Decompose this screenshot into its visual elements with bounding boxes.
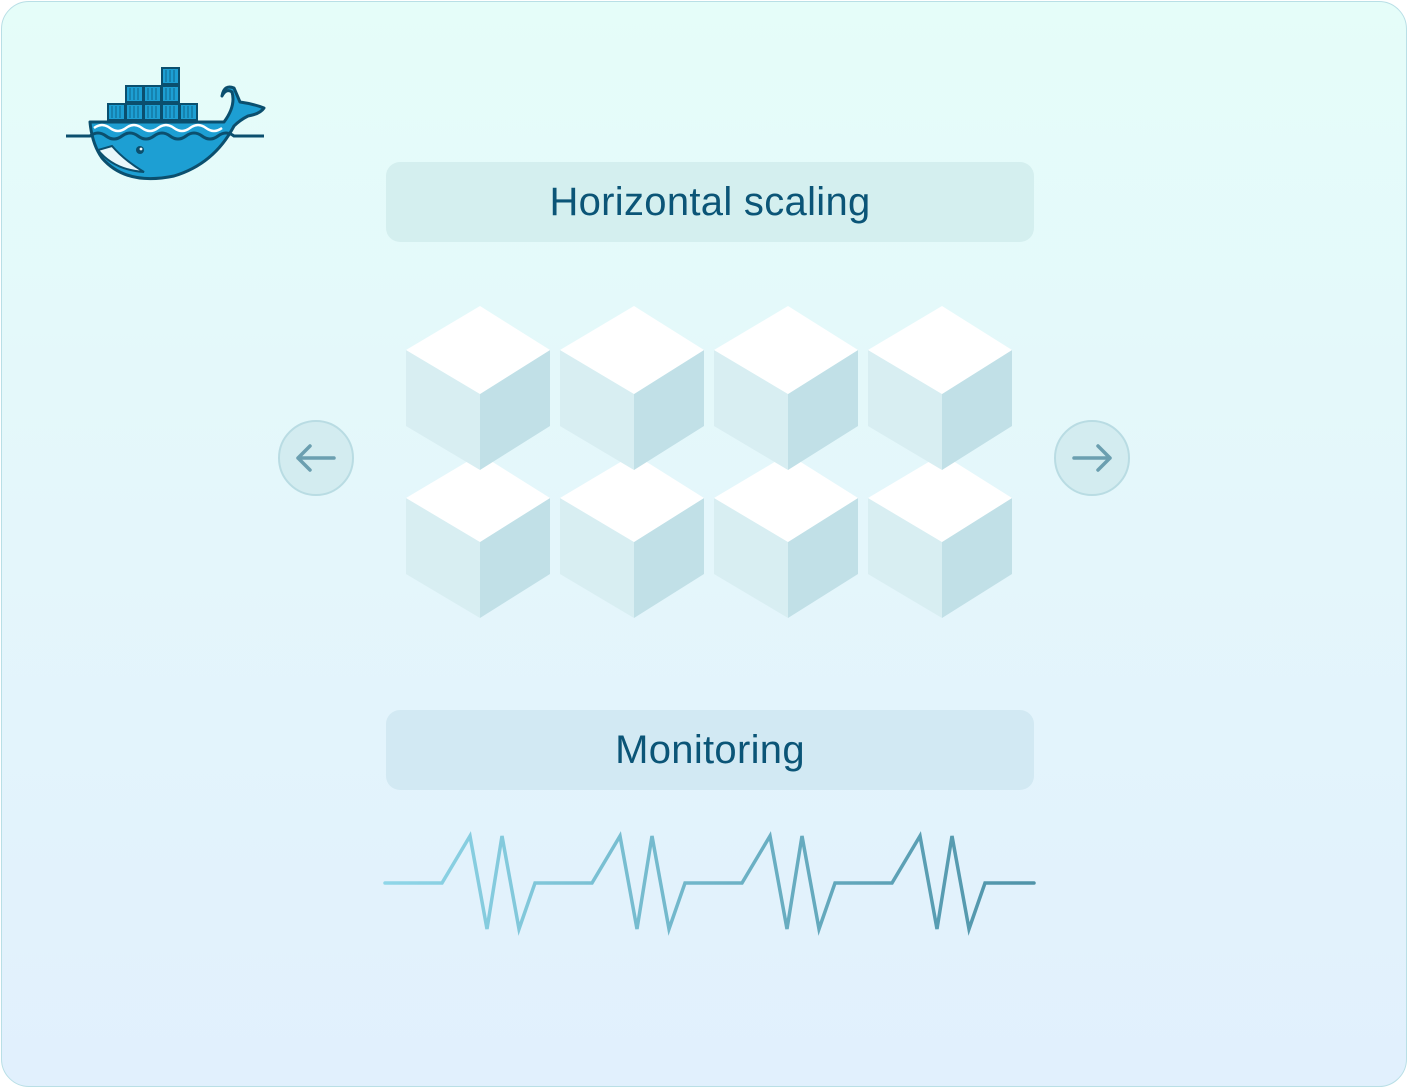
docker-whale-icon bbox=[66, 67, 266, 181]
arrow-right-icon bbox=[1072, 444, 1112, 472]
container-cube-grid bbox=[406, 306, 1012, 618]
container-cube-icon bbox=[560, 306, 704, 470]
heartbeat-line-icon bbox=[383, 831, 1036, 936]
horizontal-scaling-label: Horizontal scaling bbox=[386, 162, 1034, 242]
container-cube-icon bbox=[406, 306, 550, 470]
monitoring-label: Monitoring bbox=[386, 710, 1034, 790]
scroll-right-button[interactable] bbox=[1054, 420, 1130, 496]
scroll-left-button[interactable] bbox=[278, 420, 354, 496]
container-cube-icon bbox=[714, 454, 858, 618]
container-cube-icon bbox=[714, 306, 858, 470]
container-cube-icon bbox=[406, 454, 550, 618]
arrow-left-icon bbox=[296, 444, 336, 472]
container-cube-icon bbox=[868, 454, 1012, 618]
container-cube-icon bbox=[560, 454, 704, 618]
container-cube-icon bbox=[868, 306, 1012, 470]
